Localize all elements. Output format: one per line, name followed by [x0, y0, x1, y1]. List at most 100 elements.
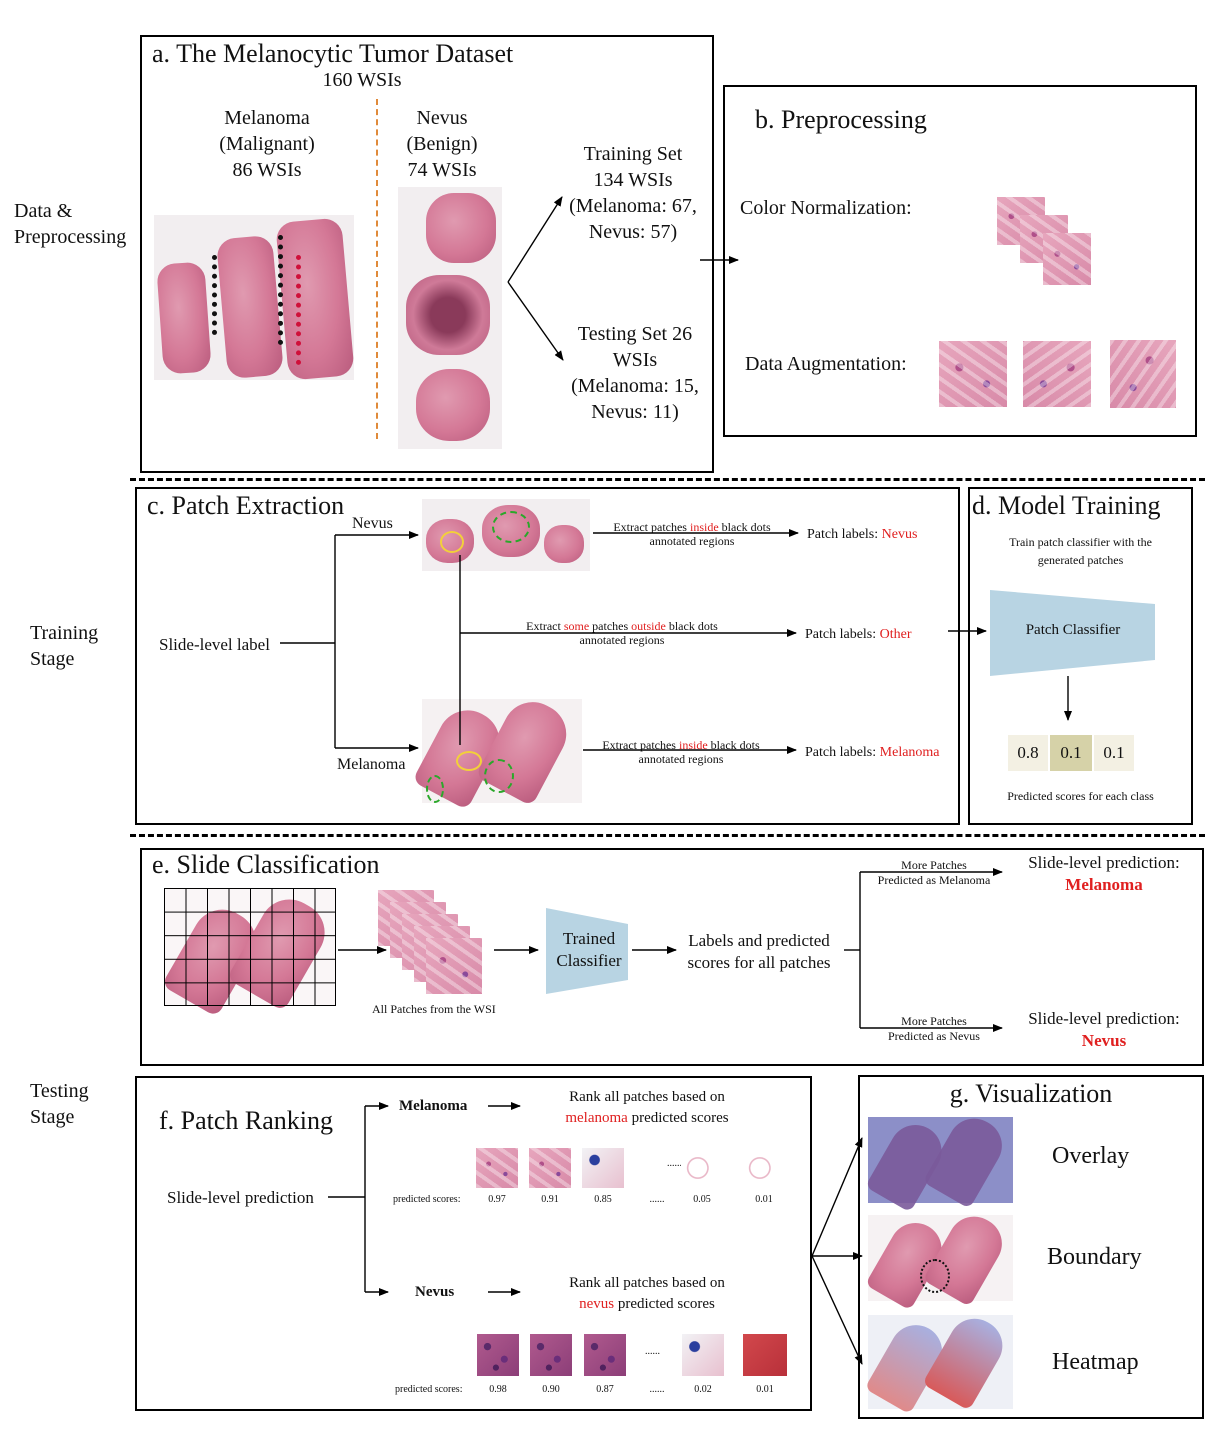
text-span: Extract	[526, 619, 564, 633]
highlight-span: Other	[879, 627, 912, 642]
tissue-section	[544, 525, 584, 563]
other-extract-text: Extract some patches outside black dots …	[492, 619, 752, 647]
panel-title: e. Slide Classification	[152, 850, 380, 879]
ranked-patch	[530, 1334, 572, 1376]
score-value: 0.85	[594, 1194, 612, 1205]
melanoma-line: (Malignant)	[219, 133, 315, 155]
panel-title: a. The Melanocytic Tumor Dataset	[152, 39, 514, 68]
ellipsis: ......	[667, 1158, 682, 1169]
text-span: predicted scores	[614, 1296, 715, 1312]
ranked-patch	[477, 1334, 519, 1376]
scores-label: predicted scores:	[395, 1384, 463, 1395]
nevus-wsi-image	[422, 499, 590, 571]
score-value: ......	[649, 1194, 665, 1205]
rank-nevus-text: Rank all patches based on nevus predicte…	[537, 1273, 757, 1315]
patch-classifier-shape	[990, 590, 1155, 676]
description-line: generated patches	[1037, 553, 1124, 567]
training-description: Train patch classifier with the generate…	[970, 533, 1191, 569]
highlight-span: Nevus	[881, 527, 918, 542]
row-label-line: Testing	[30, 1080, 89, 1102]
patch-classifier-text: Patch Classifier	[1025, 622, 1121, 638]
highlight-span: Melanoma	[879, 745, 940, 760]
score-value: 0.91	[541, 1194, 559, 1205]
ellipsis: ......	[645, 1346, 660, 1357]
more-line: Predicted as Melanoma	[877, 873, 991, 887]
scores-label: predicted scores:	[393, 1194, 461, 1205]
highlight-span: outside	[631, 619, 666, 633]
trained-classifier-shape	[546, 908, 628, 994]
ranked-patch	[529, 1148, 571, 1188]
rank-melanoma-text: Rank all patches based on melanoma predi…	[537, 1087, 757, 1129]
tissue-section	[406, 275, 490, 355]
patch-label-nevus: Patch labels: Nevus	[807, 527, 917, 543]
boundary-image	[864, 1207, 1013, 1311]
score-value: ......	[649, 1384, 665, 1395]
more-line: More Patches	[901, 1014, 967, 1028]
score-value: 0.98	[489, 1384, 507, 1395]
score-value: 0.05	[693, 1194, 711, 1205]
row-label-training: Training Stage	[30, 620, 98, 672]
other-region-outline	[440, 531, 464, 553]
patch-grid	[164, 888, 336, 1006]
melanoma-wsi-image	[412, 691, 582, 811]
row-label-line: Stage	[30, 1106, 75, 1128]
boundary-outline	[920, 1259, 950, 1293]
prediction-nevus: Slide-level prediction: Nevus	[1006, 1008, 1202, 1052]
classifier-line: Classifier	[556, 951, 622, 970]
highlight-span: melanoma	[565, 1110, 628, 1126]
rank-line: Rank all patches based on	[569, 1089, 725, 1105]
panel-title: f. Patch Ranking	[159, 1106, 334, 1135]
prediction-melanoma: Slide-level prediction: Melanoma	[1006, 852, 1202, 896]
text-span: Patch labels:	[805, 627, 880, 642]
extract-line: annotated regions	[579, 633, 665, 647]
row-label-line: Data &	[14, 200, 73, 222]
overlay-label: Overlay	[1052, 1143, 1130, 1169]
class-divider	[376, 99, 378, 439]
ranked-patch	[682, 1334, 724, 1376]
rank-line: Rank all patches based on	[569, 1275, 725, 1291]
prediction-line: Slide-level prediction:	[1028, 853, 1180, 872]
text-span: black dots	[707, 738, 760, 752]
panel-title: g. Visualization	[949, 1079, 1113, 1108]
patch-label-melanoma: Patch labels: Melanoma	[805, 745, 940, 761]
score-cell: 0.1	[1094, 735, 1134, 771]
arrow-to-testing	[507, 281, 564, 361]
labels-scores-text: Labels and predicted scores for all patc…	[674, 930, 844, 974]
testing-line: Nevus: 11)	[591, 401, 679, 423]
ranked-patch	[681, 1148, 723, 1188]
melanoma-branch-label: Melanoma	[399, 1098, 468, 1114]
score-cell: 0.8	[1008, 735, 1048, 771]
ranked-patch	[582, 1148, 624, 1188]
panel-title: b. Preprocessing	[755, 105, 927, 134]
wsi-grid-image	[161, 888, 336, 1018]
annotation-dots	[278, 235, 293, 345]
separator-dashed	[130, 478, 1205, 481]
patch-label-other: Patch labels: Other	[805, 627, 912, 643]
text-span: black dots	[665, 619, 718, 633]
panel-visualization: g. Visualization Overlay Boundary Heatma…	[858, 1075, 1204, 1419]
highlight-span: some	[563, 619, 590, 633]
training-line: Training Set	[583, 143, 683, 165]
highlight-span: inside	[689, 520, 719, 534]
extract-line: Extract patches inside black dots	[581, 738, 781, 752]
dataset-count: 160 WSIs	[322, 69, 402, 91]
description-line: Train patch classifier with the	[1009, 535, 1152, 549]
arrow-overlay	[811, 1137, 863, 1257]
highlight-span: inside	[678, 738, 708, 752]
extract-line: Extract patches inside black dots	[592, 520, 792, 534]
testing-line: Testing Set 26	[577, 323, 693, 345]
row-label-line: Preprocessing	[14, 226, 127, 248]
tumor-region-outline	[484, 759, 514, 793]
more-line: More Patches	[901, 858, 967, 872]
testing-line: WSIs	[612, 349, 658, 371]
score-value: 0.87	[596, 1384, 614, 1395]
score-value: 0.90	[542, 1384, 560, 1395]
score-value: 0.02	[694, 1384, 712, 1395]
highlight-span: nevus	[579, 1296, 615, 1312]
patch-stack-item	[426, 938, 482, 994]
more-melanoma-text: More Patches Predicted as Melanoma	[864, 858, 1004, 888]
text-span: patches	[589, 619, 632, 633]
annotation-dots	[212, 255, 227, 335]
panel-title: c. Patch Extraction	[147, 491, 345, 520]
